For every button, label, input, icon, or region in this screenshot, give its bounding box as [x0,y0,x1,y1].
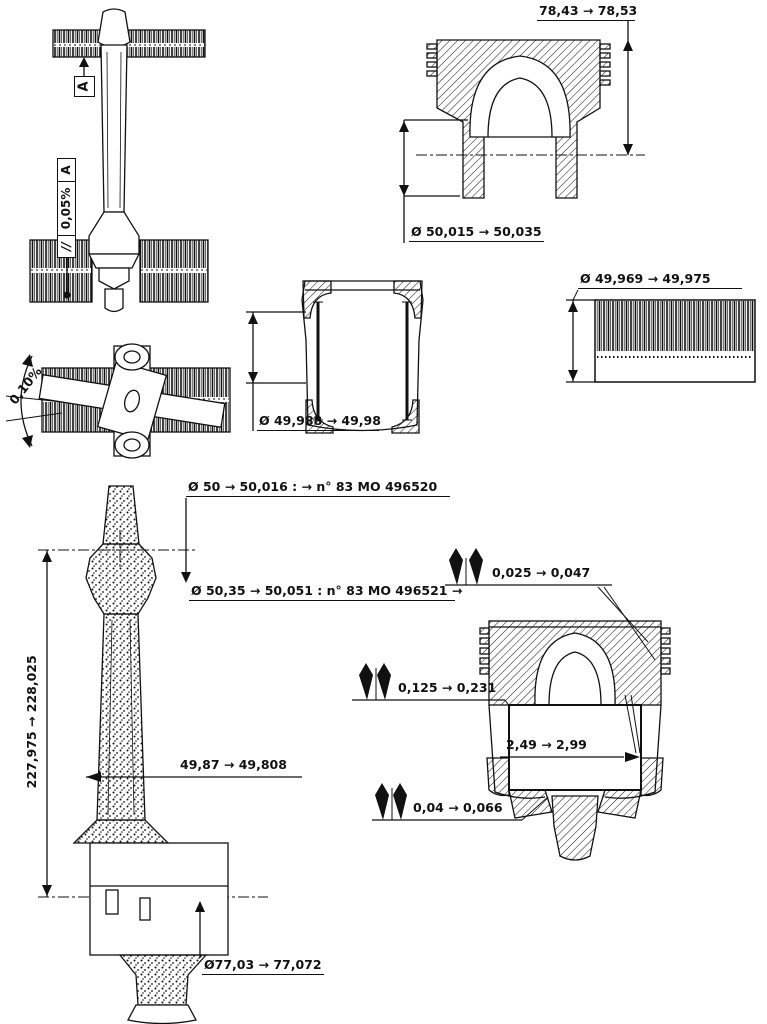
dim-big-end-bore-label: Ø77,03 → 77,072 [202,957,324,975]
parallelism-datum-ref: A [59,165,73,175]
dim-ring-clearance-second-label: 0,125 → 0,231 [398,680,497,695]
datum-letter: A [77,81,92,92]
dim-ring-clearance-oil-label: 0,04 → 0,066 [413,800,503,815]
view-rod-side [38,485,302,1024]
parallelism-tolerance-frame: // 0,05% A [57,158,76,258]
view-rod-twist [5,343,231,459]
view-piston-section [399,21,645,243]
dim-small-end-bore-label: Ø 50,015 → 50,035 [409,224,544,242]
dim-rod-width-label: 49,87 → 49,808 [180,757,287,772]
parallelism-symbol: // [58,235,75,257]
dim-groove-depth-label: 2,49 → 2,99 [506,737,587,752]
dim-rod-length-label: 227,975 → 228,025 [24,655,40,789]
dim-bore-standard-label: Ø 50 → 50,016 : → n° 83 MO 496520 [186,479,450,497]
view-piston-pin [566,289,756,383]
view-piston-profile [246,280,424,434]
dim-ring-clearance-top-label: 0,025 → 0,047 [492,565,591,580]
view-rod-front [29,8,209,313]
datum-flag: A [74,76,95,97]
dim-bore-oversize-label: Ø 50,35 → 50,051 : n° 83 MO 496521 → [189,583,462,601]
dim-skirt-diameter-label: Ø 49,988 → 49,98 [257,413,381,431]
view-piston-rings [352,548,671,861]
dim-piston-height-label: 78,43 → 78,53 [537,3,637,21]
parallelism-value: 0,05% [58,180,75,236]
dim-pin-diameter-label: Ø 49,969 → 49,975 [578,271,742,289]
